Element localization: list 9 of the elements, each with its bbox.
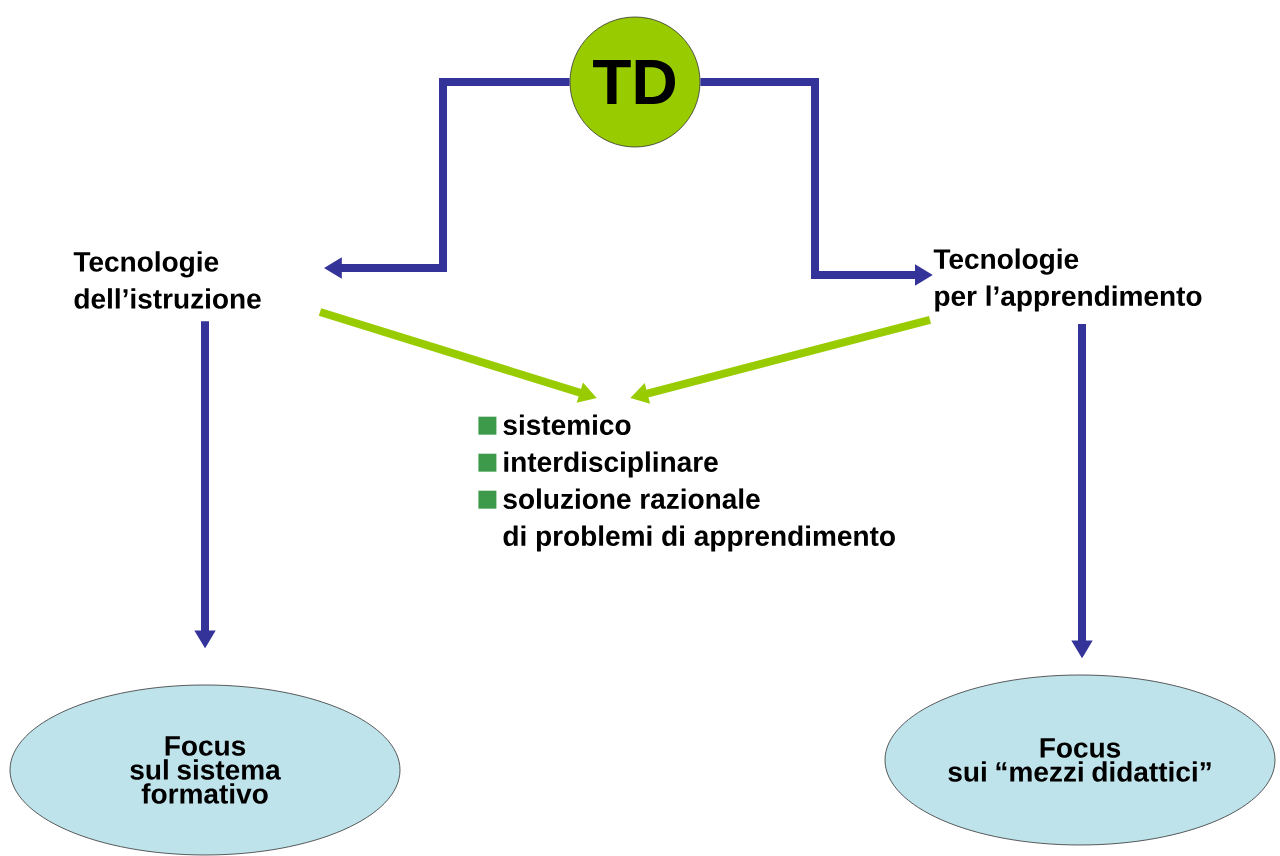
node-label: interdisciplinare	[504, 451, 718, 478]
concept-label: Tecnologie dell’istruzione	[73, 251, 261, 309]
node-label: soluzione razionale di problemi di apprendimento	[503, 488, 895, 552]
circle-node: TD	[569, 16, 701, 148]
concept-label: Tecnologie per l’apprendimento	[933, 248, 1202, 312]
ellipse-node: Focus sul sistema formativo	[9, 684, 401, 856]
bullet-list: sistemico interdisciplinare soluzione razionale di problemi di apprendimento	[478, 414, 895, 552]
node-label: sistemico	[503, 414, 631, 435]
ellipse-node: Focus sui “mezzi didattici”	[884, 674, 1276, 846]
